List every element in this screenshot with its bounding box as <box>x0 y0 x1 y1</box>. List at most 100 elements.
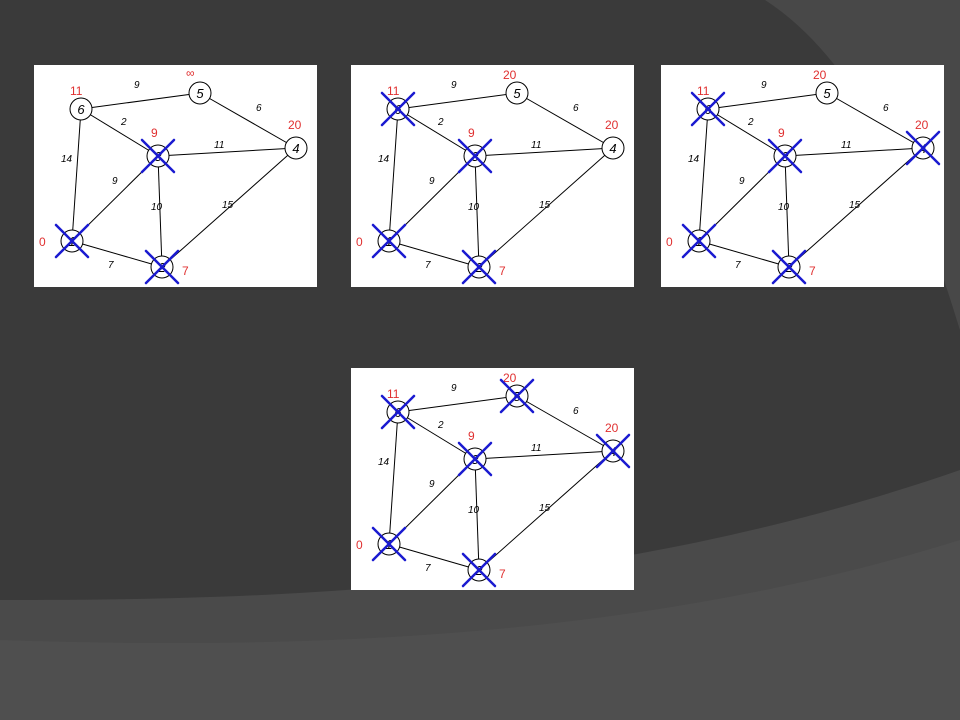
node-n4-circle <box>601 136 625 160</box>
edge-weight-label: 14 <box>378 457 390 468</box>
node-n5-circle <box>188 81 212 105</box>
edge-n3-n6 <box>397 108 476 157</box>
edge-n2-n4 <box>788 147 924 268</box>
visited-cross-mark <box>457 138 493 174</box>
edge-weight-label: 6 <box>573 406 579 417</box>
node-label: 4 <box>609 141 616 156</box>
distance-label-n6: 11 <box>387 84 400 98</box>
distance-label-n6: 11 <box>70 84 83 98</box>
edge-weight-label: 9 <box>451 80 457 91</box>
edge-weight-label: 10 <box>468 202 480 213</box>
distance-label-n2: 7 <box>499 264 506 278</box>
background-swoosh-band <box>0 540 960 720</box>
edge-n4-n5 <box>199 92 297 149</box>
edge-weight-label: 6 <box>256 103 262 114</box>
visited-cross-mark <box>681 223 717 259</box>
edge-n3-n4 <box>474 147 614 157</box>
edge-weight-label: 15 <box>222 200 234 211</box>
edge-n1-n2 <box>71 240 163 268</box>
edge-weight-label: 11 <box>841 140 851 151</box>
visited-cross-mark <box>54 223 90 259</box>
graph-diagram: 7914101511269123456079202011 <box>666 68 941 285</box>
visited-cross-mark <box>144 249 180 285</box>
edge-n1-n6 <box>71 108 82 242</box>
edge-weight-label: 15 <box>849 200 861 211</box>
distance-label-n3: 9 <box>151 126 158 140</box>
edge-weight-label: 2 <box>747 117 754 128</box>
edge-weight-label: 6 <box>573 103 579 114</box>
edge-weight-label: 15 <box>539 503 551 514</box>
edge-weight-label: 9 <box>451 383 457 394</box>
edge-weight-label: 15 <box>539 200 551 211</box>
edge-n3-n6 <box>397 411 476 460</box>
edge-n2-n4 <box>478 147 614 268</box>
edge-n2-n3 <box>157 155 163 268</box>
distance-label-n2: 7 <box>182 264 189 278</box>
edge-weight-label: 7 <box>425 563 431 574</box>
edge-weight-label: 9 <box>112 176 118 187</box>
edge-n2-n3 <box>474 458 480 571</box>
edge-weight-label: 11 <box>531 140 541 151</box>
edge-weight-label: 7 <box>735 260 741 271</box>
visited-cross-mark <box>690 91 726 127</box>
visited-cross-mark <box>461 552 497 588</box>
graph-panel-step-3: 7914101511269123456079202011 <box>661 65 944 287</box>
edge-n5-n6 <box>397 92 518 110</box>
node-n5-circle <box>815 81 839 105</box>
graph-panel-step-4: 7914101511269123456079202011 <box>351 368 634 590</box>
edge-n5-n6 <box>397 395 518 413</box>
distance-label-n4: 20 <box>288 118 302 132</box>
edge-weight-label: 7 <box>108 260 114 271</box>
edge-n3-n4 <box>157 147 297 157</box>
edge-n1-n2 <box>698 240 790 268</box>
distance-label-n1: 0 <box>666 235 673 249</box>
distance-label-n2: 7 <box>499 567 506 581</box>
edge-weight-label: 2 <box>437 117 444 128</box>
visited-cross-mark <box>595 433 631 469</box>
edge-n1-n6 <box>388 108 399 242</box>
graph-diagram: 7914101511269123456079202011 <box>356 371 631 588</box>
edge-n2-n4 <box>161 147 297 268</box>
visited-cross-mark <box>461 249 497 285</box>
edge-n4-n5 <box>516 395 614 452</box>
node-label: 6 <box>77 102 85 117</box>
visited-cross-mark <box>771 249 807 285</box>
edge-weight-label: 11 <box>214 140 224 151</box>
edge-weight-label: 2 <box>120 117 127 128</box>
edge-n3-n4 <box>784 147 924 157</box>
edge-n5-n6 <box>80 92 201 110</box>
edge-weight-label: 10 <box>468 505 480 516</box>
distance-label-n5: ∞ <box>186 66 195 80</box>
visited-cross-mark <box>371 526 407 562</box>
edge-weight-label: 9 <box>429 176 435 187</box>
distance-label-n5: 20 <box>813 68 827 82</box>
visited-cross-mark <box>140 138 176 174</box>
edge-n5-n6 <box>707 92 828 110</box>
graph-diagram: 791410151126912345607920∞11 <box>39 66 308 285</box>
distance-label-n5: 20 <box>503 68 517 82</box>
edge-weight-label: 14 <box>378 154 390 165</box>
node-label: 5 <box>513 86 521 101</box>
node-label: 5 <box>823 86 831 101</box>
edge-n4-n5 <box>516 92 614 149</box>
distance-label-n1: 0 <box>356 235 363 249</box>
edge-weight-label: 9 <box>761 80 767 91</box>
edge-n1-n6 <box>698 108 709 242</box>
edge-weight-label: 10 <box>151 202 163 213</box>
distance-label-n4: 20 <box>605 118 619 132</box>
distance-label-n6: 11 <box>697 84 710 98</box>
edge-weight-label: 10 <box>778 202 790 213</box>
distance-label-n4: 20 <box>915 118 929 132</box>
node-label: 5 <box>196 86 204 101</box>
node-n4-circle <box>284 136 308 160</box>
distance-label-n2: 7 <box>809 264 816 278</box>
visited-cross-mark <box>371 223 407 259</box>
distance-label-n3: 9 <box>468 429 475 443</box>
edge-n1-n2 <box>388 543 480 571</box>
edge-n4-n5 <box>826 92 924 149</box>
edge-n2-n4 <box>478 450 614 571</box>
graph-diagram: 7914101511269123456079202011 <box>356 68 625 285</box>
edge-weight-label: 7 <box>425 260 431 271</box>
visited-cross-mark <box>380 91 416 127</box>
